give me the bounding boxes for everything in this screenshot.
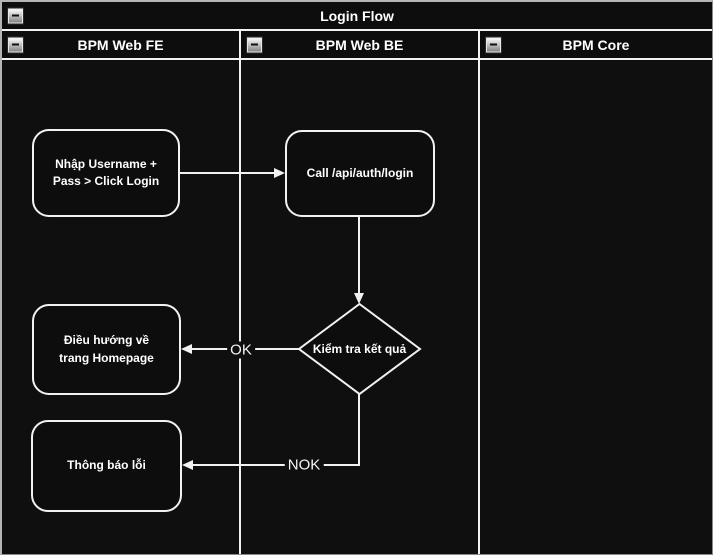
node-input-credentials[interactable]: Nhập Username + Pass > Click Login <box>32 129 180 217</box>
pool-collapse-button[interactable] <box>7 7 24 24</box>
minus-icon <box>490 43 497 46</box>
minus-icon <box>251 43 258 46</box>
arrowhead-left-icon <box>181 344 192 354</box>
edge-ok-label: OK <box>227 341 255 359</box>
lane-title: BPM Web FE <box>77 36 164 53</box>
lane-divider <box>478 60 480 554</box>
arrowhead-right-icon <box>274 168 285 178</box>
node-label: Call /api/auth/login <box>306 165 414 180</box>
pool-title-bar[interactable]: Login Flow <box>2 2 712 31</box>
arrowhead-left-icon <box>182 460 193 470</box>
node-redirect-homepage[interactable]: Điều hướng về trang Homepage <box>32 304 181 395</box>
minus-icon <box>12 14 19 17</box>
edge-check-to-error-horizontal <box>193 464 360 466</box>
lane-title: BPM Core <box>562 36 630 53</box>
pool-title: Login Flow <box>320 7 394 24</box>
node-error-message[interactable]: Thông báo lỗi <box>31 420 182 512</box>
lane-header-bpm-core[interactable]: BPM Core <box>478 31 712 60</box>
node-check-result[interactable]: Kiểm tra kết quả <box>297 302 422 396</box>
minus-icon <box>12 43 19 46</box>
node-call-api[interactable]: Call /api/auth/login <box>285 130 435 217</box>
edge-nok-label: NOK <box>284 456 324 474</box>
edge-check-to-error-vertical <box>358 394 360 466</box>
lane-collapse-button[interactable] <box>246 36 263 53</box>
node-label: Kiểm tra kết quả <box>312 342 407 356</box>
diamond-shape <box>297 302 422 396</box>
node-label: Nhập Username + Pass > Click Login <box>52 156 160 188</box>
edge-input-to-call <box>180 172 276 174</box>
node-label: Thông báo lỗi <box>67 458 146 473</box>
lane-title: BPM Web BE <box>315 36 404 53</box>
node-label: Điều hướng về trang Homepage <box>59 333 154 365</box>
lane-collapse-button[interactable] <box>7 36 24 53</box>
arrowhead-down-icon <box>354 293 364 304</box>
lane-header-bpm-web-fe[interactable]: BPM Web FE <box>2 31 239 60</box>
lane-divider <box>239 60 241 554</box>
lane-collapse-button[interactable] <box>485 36 502 53</box>
lane-header-bpm-web-be[interactable]: BPM Web BE <box>239 31 478 60</box>
edge-call-to-check <box>358 217 360 295</box>
lane-header-row: BPM Web FE BPM Web BE BPM Core <box>2 31 712 60</box>
